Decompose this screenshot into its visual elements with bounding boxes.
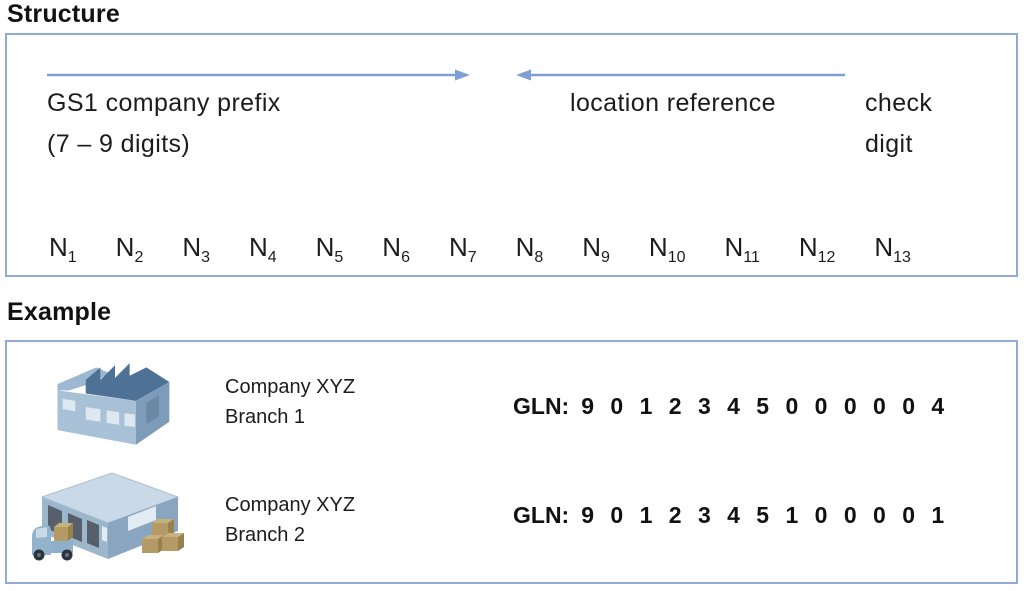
example-row1-company-block: Company XYZ Branch 1 <box>225 372 355 432</box>
digit-position-10: N10 <box>648 232 686 266</box>
digit-position-13: N13 <box>874 232 911 266</box>
example-box: Company XYZ Branch 1 GLN: 9 0 1 2 3 4 5 0… <box>5 340 1018 584</box>
branch-name: Branch 1 <box>225 406 306 428</box>
gln-digits: 9 0 1 2 3 4 5 1 0 0 0 0 1 <box>581 502 946 528</box>
digit-position-4: N4 <box>248 232 277 266</box>
digit-position-5: N5 <box>315 232 344 266</box>
warehouse-truck-icon <box>32 472 184 561</box>
location-reference-label: location reference <box>570 89 776 117</box>
check-digit-label: check digit <box>865 89 933 158</box>
company-name: Company XYZ <box>225 376 356 398</box>
digit-position-12: N12 <box>798 232 836 266</box>
digit-position-3: N3 <box>182 232 210 266</box>
gs1-company-prefix-line1: GS1 company prefix <box>47 89 281 117</box>
gln-digits: 9 0 1 2 3 4 5 0 0 0 0 0 4 <box>581 393 946 419</box>
example-row2-company-block: Company XYZ Branch 2 <box>225 490 355 550</box>
factory-icon <box>57 363 170 445</box>
location-reference-left-arrow-icon <box>516 69 845 81</box>
digit-position-8: N8 <box>515 232 544 266</box>
branch-name: Branch 2 <box>225 524 306 546</box>
structure-section-title: Structure <box>7 0 120 28</box>
company-name: Company XYZ <box>225 494 356 516</box>
gs1-company-prefix-label: GS1 company prefix (7 – 9 digits) <box>47 83 281 165</box>
digit-position-row: N1 N2 N3 N4 N5 N6 N7 N8 N9 N10 N11 N12 N… <box>49 232 911 267</box>
digit-position-7: N7 <box>448 232 477 266</box>
gln-value-row1: GLN: 9 0 1 2 3 4 5 0 0 0 0 0 4 <box>513 393 945 420</box>
digit-position-2: N2 <box>115 232 144 266</box>
example-section-title: Example <box>7 298 112 326</box>
gs1-company-prefix-line2: (7 – 9 digits) <box>47 130 191 158</box>
company-prefix-right-arrow-icon <box>47 69 470 81</box>
digit-position-11: N11 <box>724 232 760 266</box>
digit-position-9: N9 <box>582 232 610 266</box>
gln-value-row2: GLN: 9 0 1 2 3 4 5 1 0 0 0 0 1 <box>513 502 945 529</box>
gln-label: GLN: <box>513 393 570 419</box>
structure-box: GS1 company prefix (7 – 9 digits) locati… <box>5 33 1018 277</box>
gln-label: GLN: <box>513 502 570 528</box>
digit-position-6: N6 <box>382 232 410 266</box>
digit-position-1: N1 <box>49 232 77 266</box>
